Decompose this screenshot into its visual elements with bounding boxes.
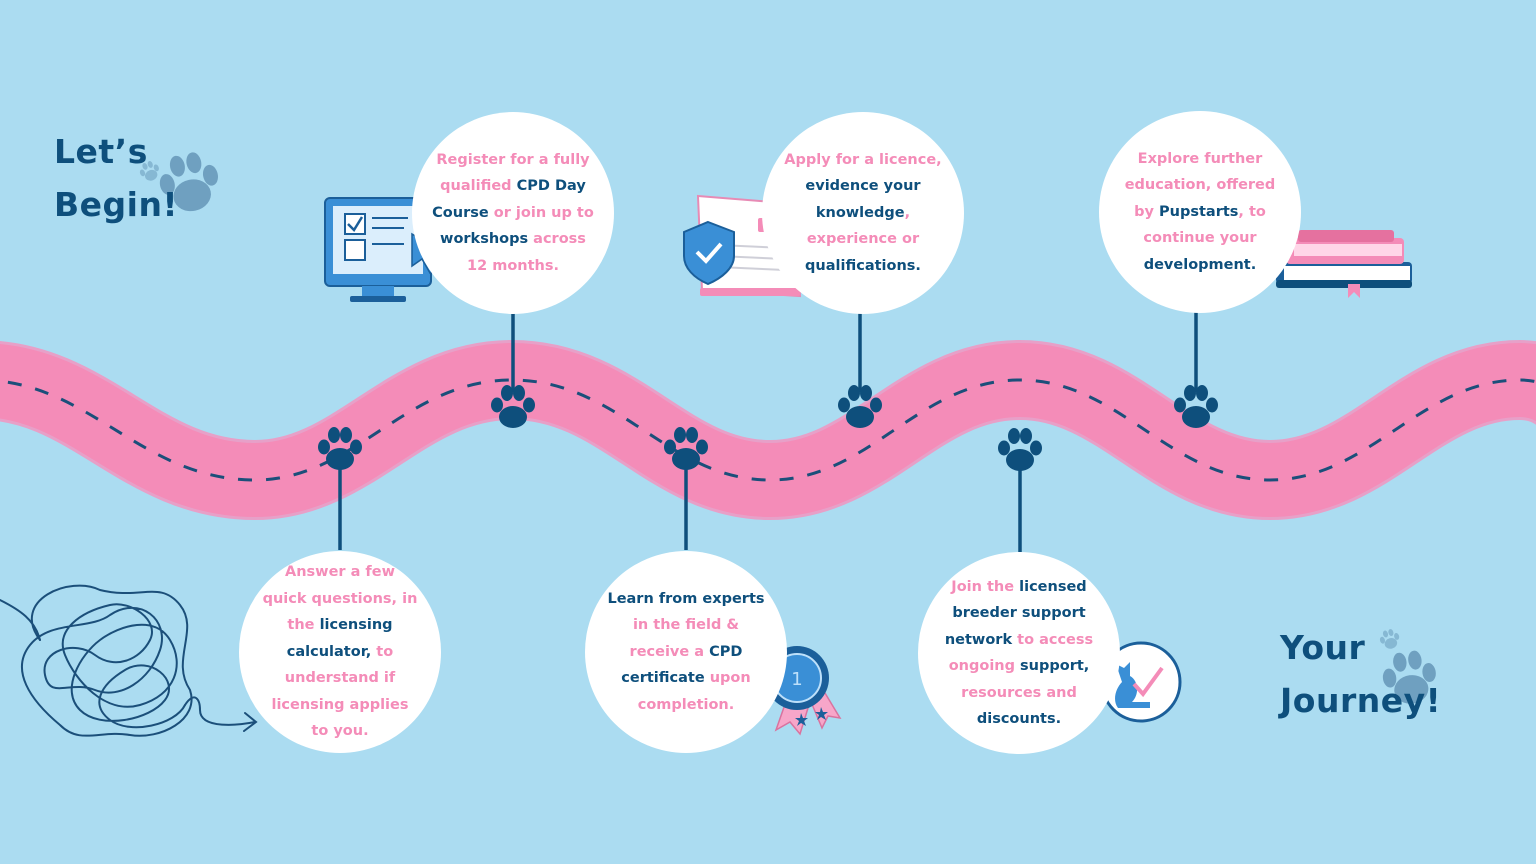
step-5-text: Join the licensed breeder support networ…	[944, 578, 1094, 728]
step-3-circle: Learn from experts in the field & receiv…	[585, 551, 787, 753]
heading-line: Begin!	[54, 184, 179, 224]
step-6-circle: Explore further education, offered by Pu…	[1099, 111, 1301, 313]
heading-line: Your	[1280, 628, 1366, 667]
heading-line: Let’s	[54, 132, 148, 171]
winding-road	[0, 339, 1536, 521]
dog-checkmark-badge-icon	[1100, 641, 1182, 723]
stacked-books-icon	[1276, 230, 1412, 298]
step-4-text: Apply for a licence, evidence your knowl…	[784, 151, 942, 274]
step-5-circle: Join the licensed breeder support networ…	[918, 552, 1120, 754]
step-2-text: Register for a fully qualified CPD Day C…	[432, 151, 594, 274]
svg-text:1: 1	[791, 669, 802, 690]
step-connectors	[338, 310, 1198, 552]
step-4-circle: Apply for a licence, evidence your knowl…	[762, 112, 964, 314]
heading-your-journey: Your Journey!	[1280, 622, 1441, 728]
heading-line: Journey!	[1280, 680, 1442, 720]
tangled-scribble-icon	[0, 584, 258, 737]
step-1-text: Answer a few quick questions, in the lic…	[262, 564, 418, 740]
step-2-circle: Register for a fully qualified CPD Day C…	[412, 112, 614, 314]
paw-print-icon	[998, 428, 1042, 471]
step-3-text: Learn from experts in the field & receiv…	[607, 590, 765, 713]
step-1-circle: Answer a few quick questions, in the lic…	[239, 551, 441, 753]
heading-lets-begin: Let’s Begin!	[54, 126, 178, 232]
step-6-text: Explore further education, offered by Pu…	[1124, 150, 1276, 273]
